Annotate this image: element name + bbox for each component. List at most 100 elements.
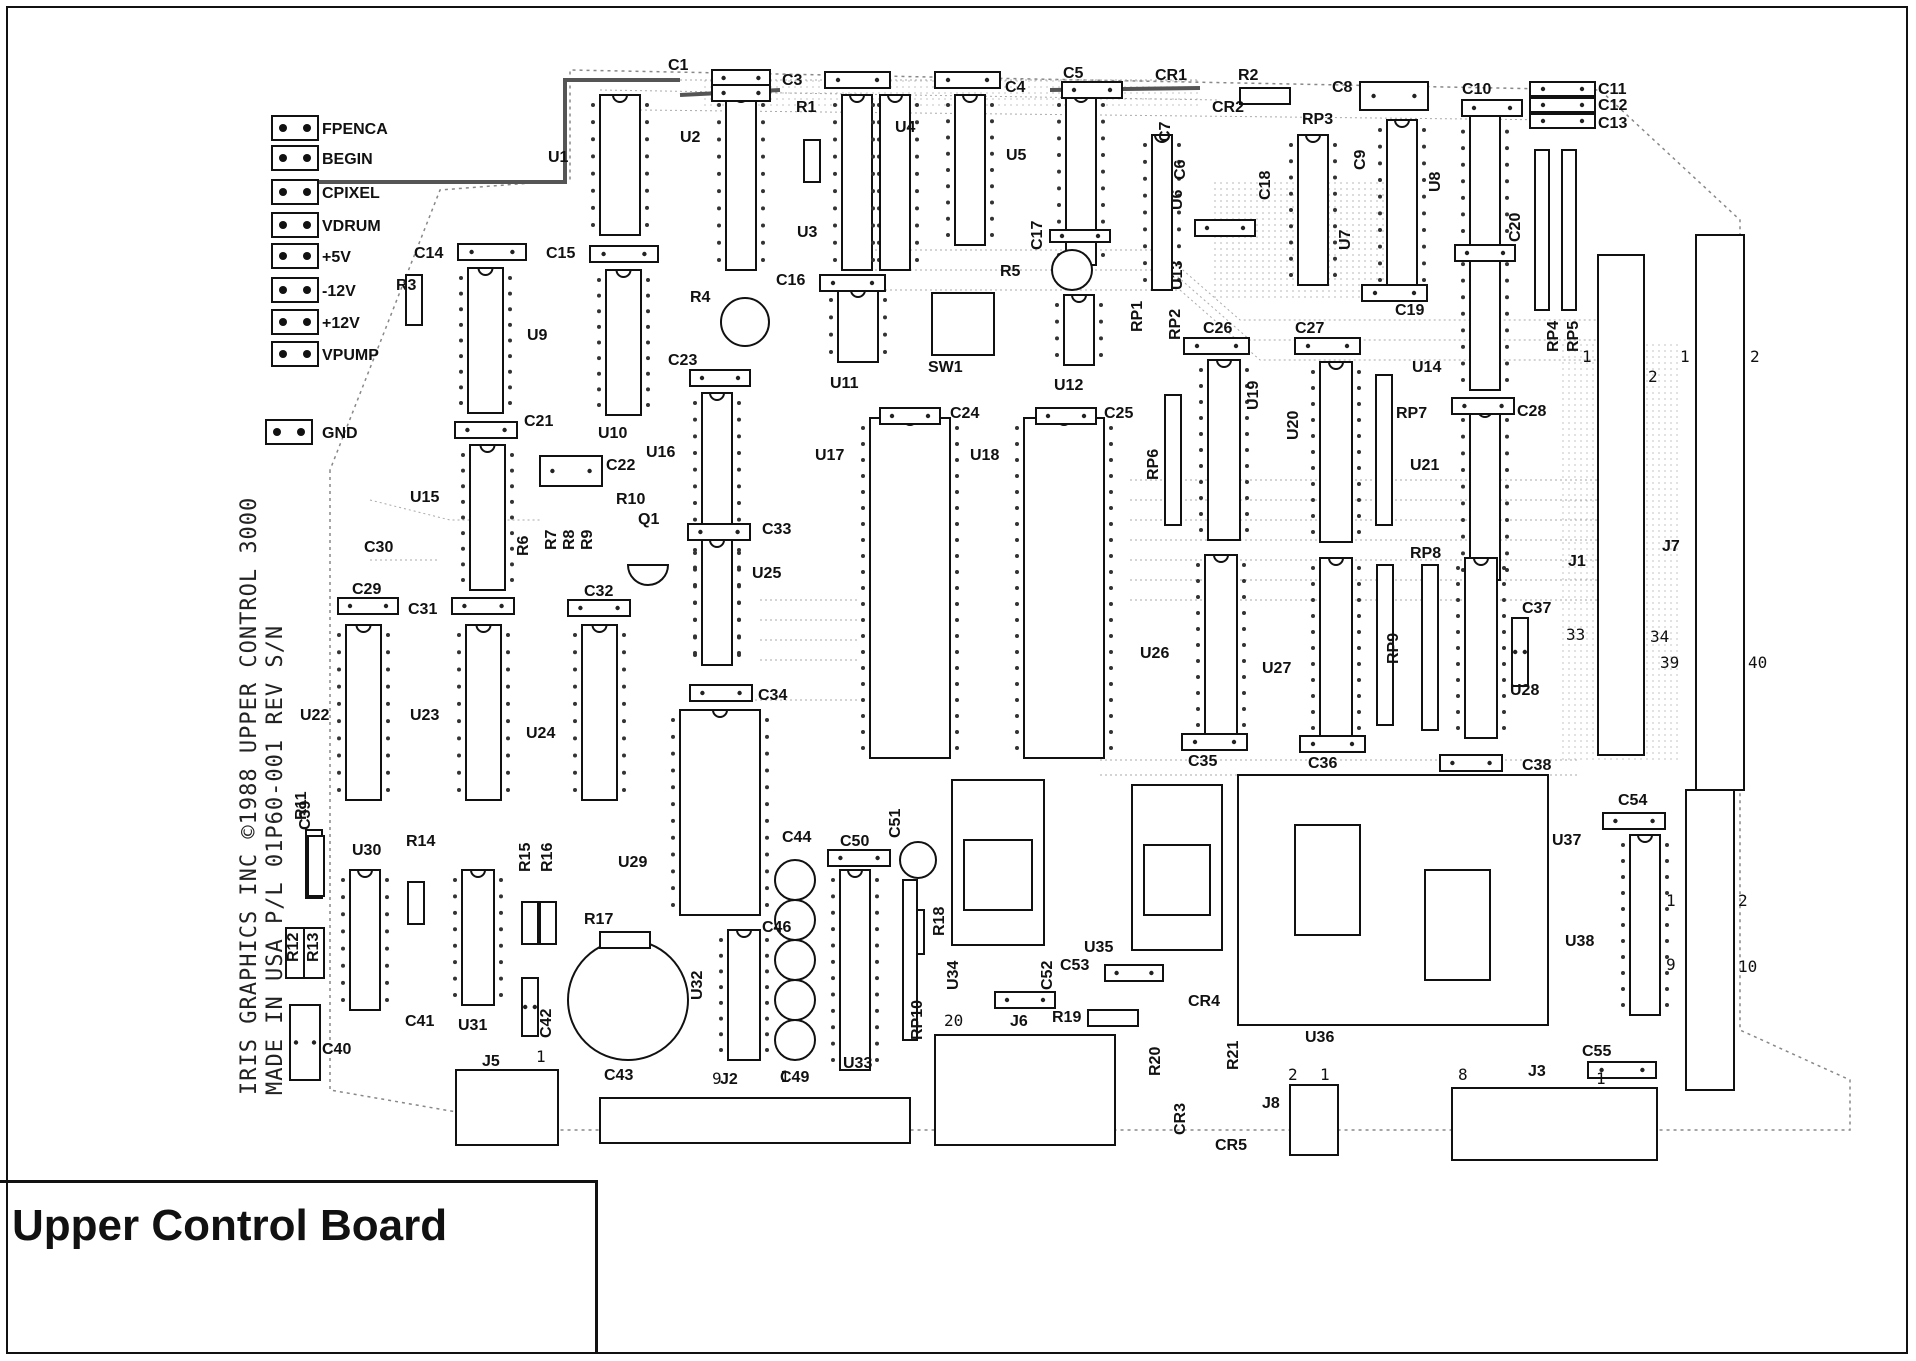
cap-label-c9: C9 <box>1352 149 1369 170</box>
ic-u21 <box>1461 409 1509 581</box>
cap-c1 <box>711 69 771 87</box>
cap-c50 <box>827 849 891 867</box>
cap-c5 <box>934 71 1001 89</box>
ic-label-u18: U18 <box>970 447 999 464</box>
cap-label-c55: C55 <box>1582 1043 1611 1060</box>
misc-label-j5: J5 <box>482 1053 500 1070</box>
ic-label-u14: U14 <box>1412 359 1441 376</box>
res-label-rp1: RP1 <box>1129 301 1146 332</box>
ic-u10 <box>597 269 650 416</box>
res-label-rp10: RP10 <box>909 1000 926 1040</box>
cap-c17 <box>1049 229 1111 243</box>
pin-label-j7_p2: 2 <box>1750 347 1760 366</box>
ic-label-u15: U15 <box>410 489 439 506</box>
cap-stack-1 <box>774 859 816 901</box>
ic-u27 <box>1311 557 1361 739</box>
ic-u7 <box>1289 134 1337 286</box>
regulator-body <box>1143 844 1211 916</box>
connector-label: -12V <box>322 283 356 300</box>
cap-label-c12: C12 <box>1598 97 1627 114</box>
ic-label-u31: U31 <box>458 1017 487 1034</box>
connector-4 <box>271 243 319 269</box>
pin-label-j3_p1: 1 <box>1596 1069 1606 1088</box>
ic-label-u1: U1 <box>548 149 569 166</box>
cap-c40 <box>289 1004 321 1081</box>
res-label-r6: R6 <box>515 535 532 556</box>
misc-label-cr3: CR3 <box>1172 1103 1189 1135</box>
labels-layer: FPENCABEGINCPIXELVDRUM+5V-12V+12VVPUMPGN… <box>285 57 1767 1154</box>
ic-label-u3: U3 <box>797 224 818 241</box>
ic-label-u4: U4 <box>895 119 916 136</box>
misc-label-j7: J7 <box>1662 538 1680 555</box>
cap-label-c8: C8 <box>1332 79 1353 96</box>
cap-label-c6: C6 <box>1172 159 1189 180</box>
cap-c8 <box>1359 81 1429 111</box>
cap-label-c44: C44 <box>782 829 811 846</box>
cap-label-c5: C5 <box>1063 65 1084 82</box>
cap-stack-5 <box>774 1019 816 1061</box>
board-title: Upper Control Board <box>12 1201 448 1250</box>
ic-label-u12: U12 <box>1054 377 1083 394</box>
cap-c32 <box>567 599 631 617</box>
cap-label-c49: C49 <box>780 1069 809 1086</box>
pin-label-low_p9: 9 <box>1666 955 1676 974</box>
resistor-r19 <box>1087 1009 1139 1027</box>
cap-c21 <box>454 421 518 439</box>
cap-label-c23: C23 <box>668 352 697 369</box>
ic-label-u33: U33 <box>843 1055 872 1072</box>
cap-c35 <box>1181 733 1248 751</box>
cap-c52 <box>994 991 1056 1009</box>
connector-j8 <box>1289 1084 1339 1156</box>
ic-u4 <box>871 94 919 271</box>
cap-label-c39: C39 <box>297 801 314 830</box>
cap-c15 <box>589 245 659 263</box>
pin-label-j2_p1: 1 <box>780 1067 790 1086</box>
ic-u25 <box>693 539 741 666</box>
resistor-pack-6 <box>1561 149 1577 311</box>
ic-label-u9: U9 <box>527 327 548 344</box>
res-label-r18: R18 <box>931 907 948 936</box>
ic-label-u20: U20 <box>1285 411 1302 440</box>
pin-label-j8_p1: 1 <box>1320 1065 1330 1084</box>
connector-label: FPENCA <box>322 121 388 138</box>
resistor-r13 <box>303 927 325 979</box>
pin-label-j7_p1: 1 <box>1680 347 1690 366</box>
cap-label-c27: C27 <box>1295 320 1324 337</box>
ic-u5 <box>946 94 994 246</box>
ic-label-u11: U11 <box>830 375 859 392</box>
pin-label-j6_p20: 20 <box>944 1011 963 1030</box>
cap-label-c35: C35 <box>1188 753 1217 770</box>
connector-label: BEGIN <box>322 151 373 168</box>
resistor-pack-7 <box>902 879 918 1041</box>
cap-c53 <box>1104 964 1164 982</box>
cap-label-c11: C11 <box>1598 81 1627 98</box>
resistor-r2 <box>1239 87 1291 105</box>
cap-c28 <box>1451 397 1515 415</box>
res-label-r19: R19 <box>1052 1009 1081 1026</box>
res-label-r15: R15 <box>517 843 534 872</box>
ic-u38 <box>1621 834 1669 1016</box>
ic-label-u5: U5 <box>1006 147 1027 164</box>
cap-label-c22: C22 <box>606 457 635 474</box>
cap-r4-round <box>720 297 770 347</box>
cap-label-c29: C29 <box>352 581 381 598</box>
resistor-r3 <box>405 274 423 326</box>
cap-c11 <box>1529 81 1596 97</box>
misc-label-sw1: SW1 <box>928 359 963 376</box>
res-label-r1: R1 <box>796 99 817 116</box>
regulator-body <box>963 839 1033 911</box>
pin-label-j1_p34: 34 <box>1650 627 1669 646</box>
page-frame <box>6 6 1908 1354</box>
connector-2 <box>271 179 319 205</box>
cap-label-c7: C7 <box>1157 121 1174 142</box>
pin-label-low_p1: 1 <box>1666 891 1676 910</box>
title-block: Upper Control Board <box>0 1180 598 1354</box>
res-label-r20: R20 <box>1147 1047 1164 1076</box>
connector-label: VPUMP <box>322 347 379 364</box>
ic-label-u23: U23 <box>410 707 439 724</box>
cap-label-c25: C25 <box>1104 405 1133 422</box>
cap-c27 <box>1294 337 1361 355</box>
pin-label-j3_p8: 8 <box>1458 1065 1468 1084</box>
resistor-pack-5 <box>1534 149 1550 311</box>
